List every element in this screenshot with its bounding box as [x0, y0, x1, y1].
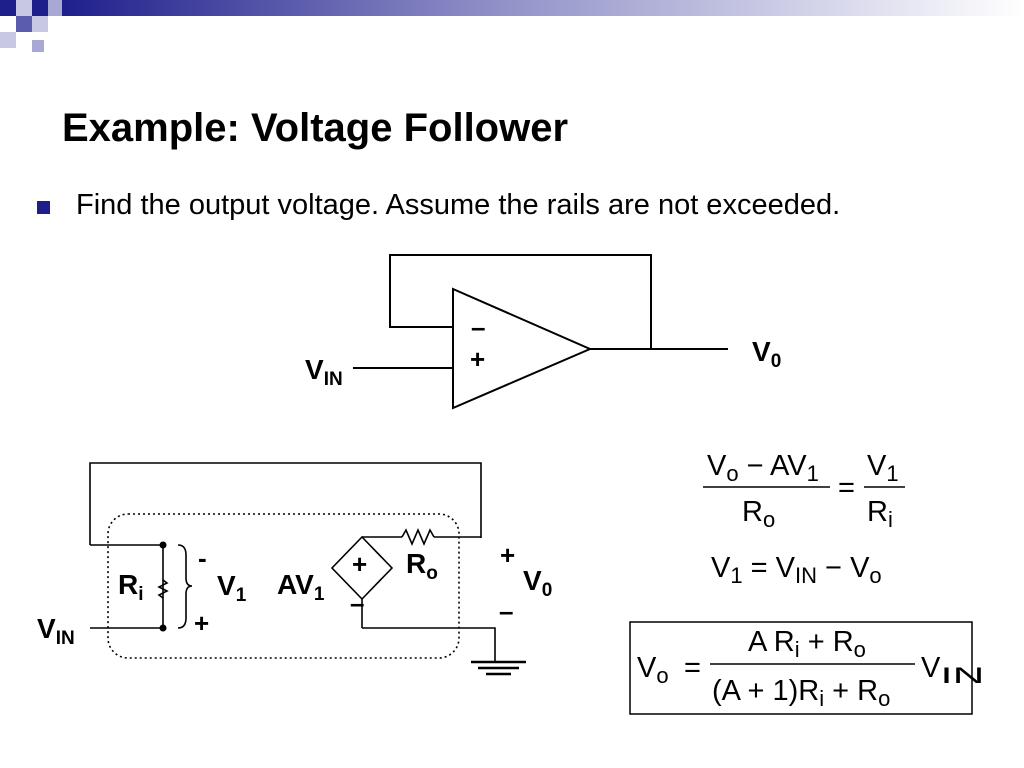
ground-wire — [362, 627, 496, 662]
eq-feedback-wire — [89, 462, 482, 545]
equation-3: Vo = A Ri + Ro (A + 1)Ri + Ro VIN — [637, 626, 984, 711]
opamp-minus-sign: – — [471, 312, 485, 342]
ro-label: Ro — [406, 548, 438, 584]
opamp-plus-sign: + — [470, 344, 485, 374]
feedback-wire — [389, 254, 652, 349]
eq3-equals: = — [684, 652, 701, 684]
equivalent-circuit — [89, 462, 496, 662]
ground-symbol-icon — [471, 660, 526, 676]
page-title: Example: Voltage Follower — [62, 106, 569, 150]
bullet-square-icon — [37, 201, 50, 214]
eq1-numerator-right: V1 — [867, 450, 899, 486]
opamp-model-boundary — [107, 513, 460, 659]
ro-resistor — [401, 527, 435, 547]
source-minus-sign: – — [350, 588, 364, 618]
v1-minus-sign: - — [198, 543, 207, 573]
av1-label: AV1 — [277, 569, 325, 605]
corner-decoration — [0, 0, 1024, 52]
result-box — [629, 621, 973, 715]
top-vin-label: VIN — [305, 354, 343, 390]
ri-resistor — [157, 579, 169, 599]
junction-dots — [159, 541, 167, 632]
eq-vout-label: V0 — [523, 565, 552, 601]
ri-label: Ri — [118, 569, 144, 605]
equation-2: V1 = VIN − Vo — [711, 552, 882, 588]
eq1-denominator-right: Ri — [867, 496, 893, 532]
eq3-lhs: Vo — [637, 652, 669, 688]
eq1-equals: = — [838, 472, 855, 504]
equation-1: Vo − AV1 Ro = V1 Ri — [703, 450, 905, 532]
v1-plus-sign: + — [194, 608, 209, 638]
bullet-text: Find the output voltage. Assume the rail… — [76, 189, 841, 221]
v1-brace — [177, 544, 193, 629]
eq3-denominator: (A + 1)Ri + Ro — [712, 675, 890, 711]
source-plus-sign: + — [352, 549, 367, 579]
eq1-numerator-left: Vo − AV1 — [707, 450, 819, 486]
opamp-triangle — [452, 287, 593, 410]
out-plus-sign: + — [500, 540, 515, 570]
eq1-denominator-left: Ro — [742, 496, 775, 532]
eq3-rhs: VIN — [921, 652, 984, 688]
eq3-numerator: A Ri + Ro — [748, 626, 866, 662]
out-minus-sign: – — [499, 596, 513, 626]
eq-vin-label: VIN — [37, 613, 75, 649]
v1-label: V1 — [217, 570, 247, 606]
top-vout-label: V0 — [752, 336, 781, 372]
top-opamp-circuit — [353, 254, 728, 410]
